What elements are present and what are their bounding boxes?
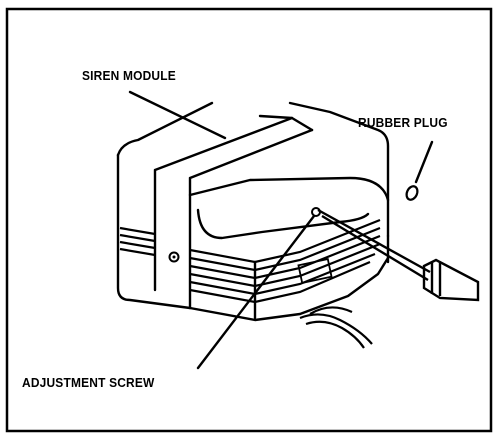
- front-label-plate: [297, 258, 333, 284]
- housing-left-face: [116, 153, 192, 310]
- mounting-strap: [153, 116, 314, 310]
- housing-back-edge: [288, 101, 390, 238]
- housing-bottom: [188, 256, 390, 322]
- rubber-plug: [405, 185, 419, 201]
- siren-module-label: SIREN MODULE: [82, 68, 176, 83]
- strap-top: [258, 114, 314, 132]
- cable-bundle: [299, 306, 373, 349]
- leader-adjustment-screw: [196, 214, 316, 370]
- strap-screw: [168, 251, 180, 263]
- housing-top-edge: [116, 101, 214, 157]
- rubber-plug-label: RUBBER PLUG: [358, 115, 448, 130]
- screwdriver-handle: [422, 258, 480, 302]
- leader-rubber-plug: [414, 140, 434, 184]
- grille-stripes-left: [119, 226, 156, 257]
- front-panel-ridge: [196, 208, 370, 240]
- screwdriver-shaft: [317, 208, 431, 282]
- grille-stripes-front: [189, 218, 381, 304]
- diagram-frame: [5, 7, 493, 433]
- adjustment-screw-label: ADJUSTMENT SCREW: [22, 375, 155, 390]
- housing-front-face: [188, 176, 390, 202]
- leader-siren-module: [128, 90, 227, 140]
